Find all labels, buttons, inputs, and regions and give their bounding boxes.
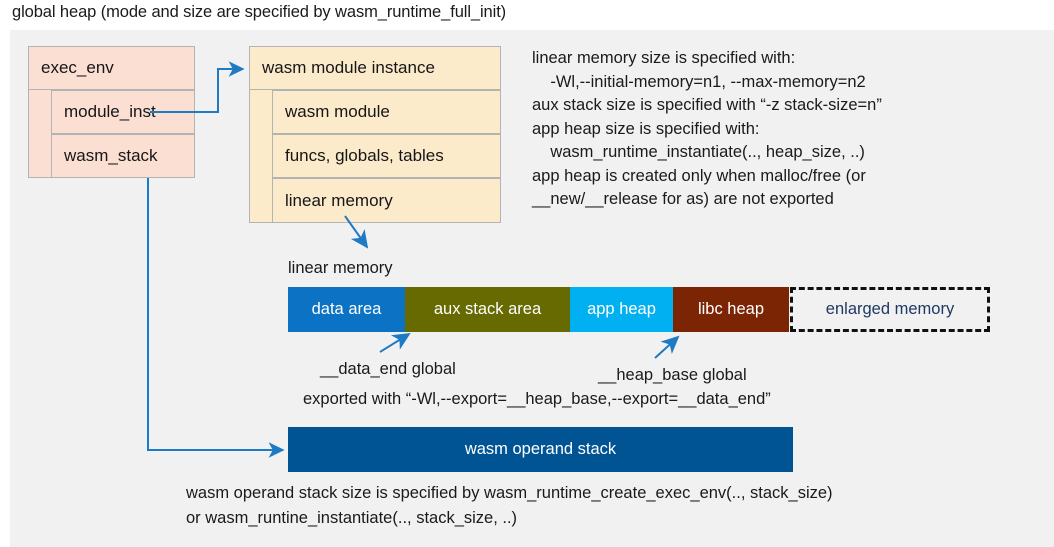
memory-segment-data-area[interactable]: data area xyxy=(288,287,405,332)
module-instance-field-funcs-globals-tables[interactable]: funcs, globals, tables xyxy=(272,134,501,178)
module-instance-field-linear-memory[interactable]: linear memory xyxy=(272,178,501,223)
exec-env-field-wasm-stack-label: wasm_stack xyxy=(64,146,158,165)
memory-segment-libc-heap-label: libc heap xyxy=(697,300,765,318)
module-instance-field-funcs-globals-tables-label: funcs, globals, tables xyxy=(285,146,444,165)
annotation-heap-base: __heap_base global xyxy=(598,366,747,384)
memory-segment-libc-heap[interactable]: libc heap xyxy=(673,287,789,332)
exec-env-header: exec_env xyxy=(28,46,195,90)
module-instance-header: wasm module instance xyxy=(249,46,501,90)
linear-memory-notes: linear memory size is specified with: -W… xyxy=(532,49,882,208)
memory-segment-aux-stack-area[interactable]: aux stack area xyxy=(405,287,570,332)
module-instance-field-wasm-module-label: wasm module xyxy=(285,102,390,121)
module-instance-field-linear-memory-label: linear memory xyxy=(285,190,393,210)
exec-env-header-label: exec_env xyxy=(41,58,114,77)
wasm-operand-stack-bar[interactable]: wasm operand stack xyxy=(288,427,793,472)
memory-segment-enlarged-memory-label: enlarged memory xyxy=(825,300,955,318)
exec-env-field-wasm-stack[interactable]: wasm_stack xyxy=(51,134,195,178)
annotation-export-note: exported with “-Wl,--export=__heap_base,… xyxy=(303,390,771,408)
memory-segment-aux-stack-area-label: aux stack area xyxy=(433,300,542,318)
memory-segment-enlarged-memory[interactable]: enlarged memory xyxy=(790,287,990,332)
exec-env-field-module-inst-label: module_inst xyxy=(64,102,156,121)
wasm-operand-stack-label: wasm operand stack xyxy=(464,440,617,458)
page-title: global heap (mode and size are specified… xyxy=(12,3,507,21)
module-instance-field-wasm-module[interactable]: wasm module xyxy=(272,90,501,134)
exec-env-field-module-inst[interactable]: module_inst xyxy=(51,90,195,134)
linear-memory-bar-label: linear memory xyxy=(288,259,393,277)
memory-segment-app-heap[interactable]: app heap xyxy=(570,287,673,332)
operand-stack-footnote: wasm operand stack size is specified by … xyxy=(186,484,833,527)
memory-segment-data-area-label: data area xyxy=(311,300,382,318)
module-instance-header-label: wasm module instance xyxy=(262,58,435,77)
annotation-data-end: __data_end global xyxy=(320,360,456,378)
memory-segment-app-heap-label: app heap xyxy=(587,300,656,318)
